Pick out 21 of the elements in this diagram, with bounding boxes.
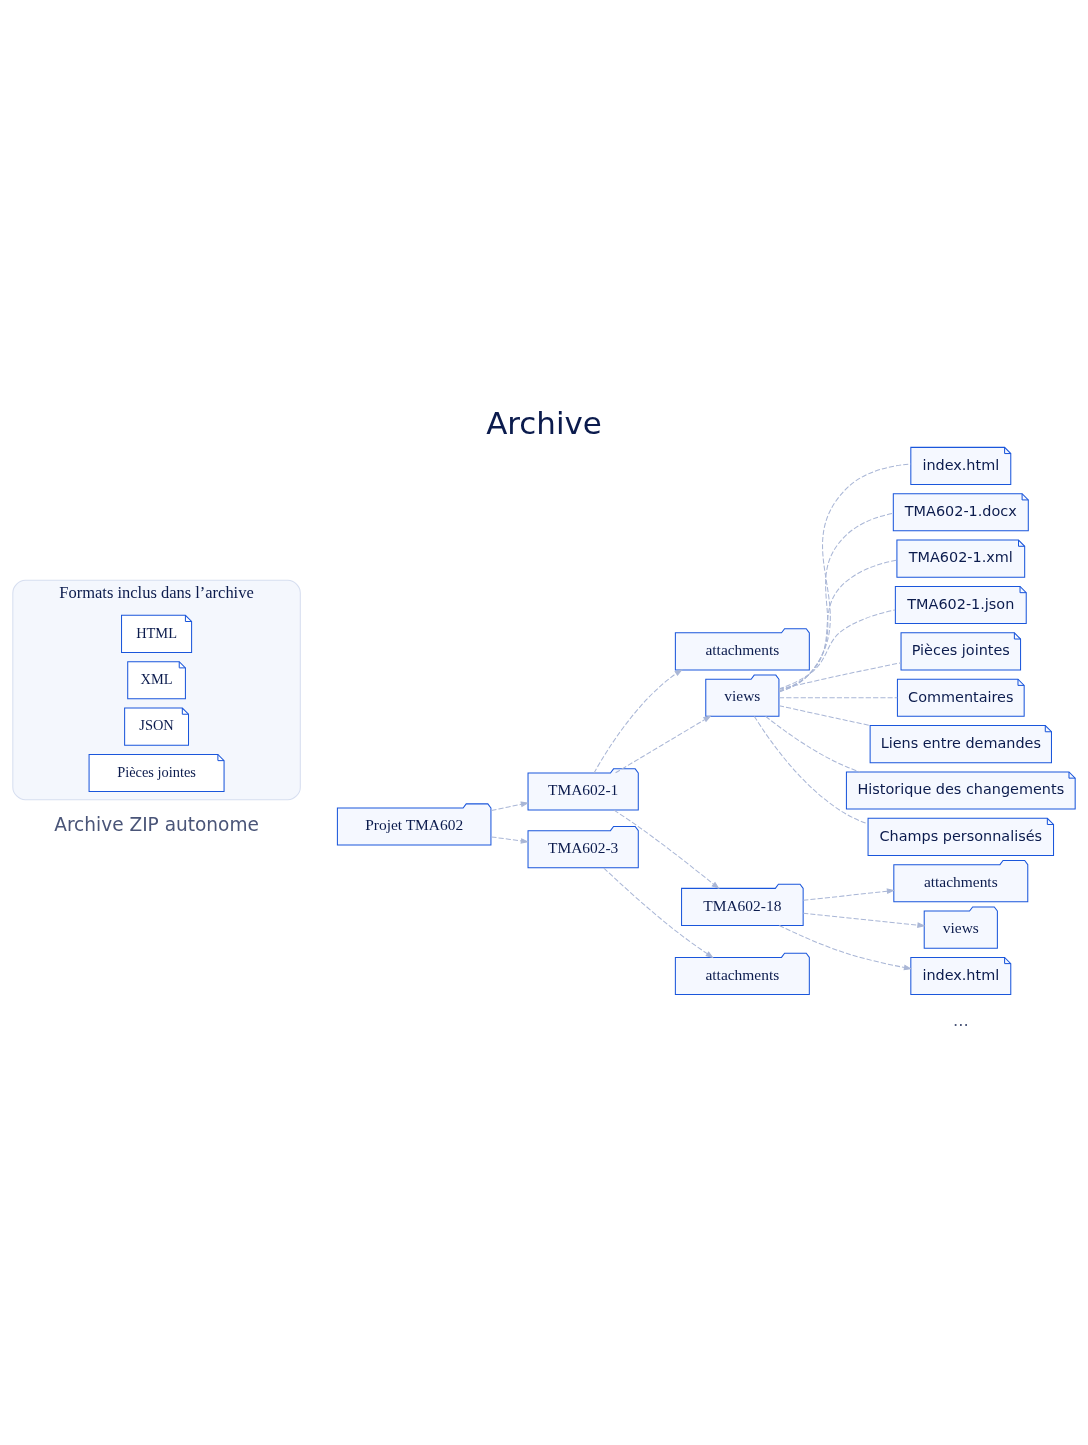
connector [765, 715, 861, 772]
connector [778, 608, 896, 689]
diagram-title: Archive [486, 404, 602, 441]
arrow [613, 809, 720, 889]
arrow [490, 835, 530, 844]
connector [753, 715, 869, 824]
arrow [490, 801, 530, 811]
connector [778, 512, 894, 692]
arrow [802, 912, 926, 928]
arrow [615, 715, 712, 773]
connector [778, 696, 898, 698]
connector [778, 463, 912, 693]
arrow [593, 668, 683, 773]
label: Archive ZIP autonome [54, 813, 259, 835]
connector [778, 559, 898, 691]
connector [778, 661, 902, 690]
arrow [603, 867, 714, 958]
connector [778, 704, 871, 726]
arrow [778, 924, 913, 970]
arrow [802, 887, 896, 901]
label: ... [952, 1010, 969, 1030]
